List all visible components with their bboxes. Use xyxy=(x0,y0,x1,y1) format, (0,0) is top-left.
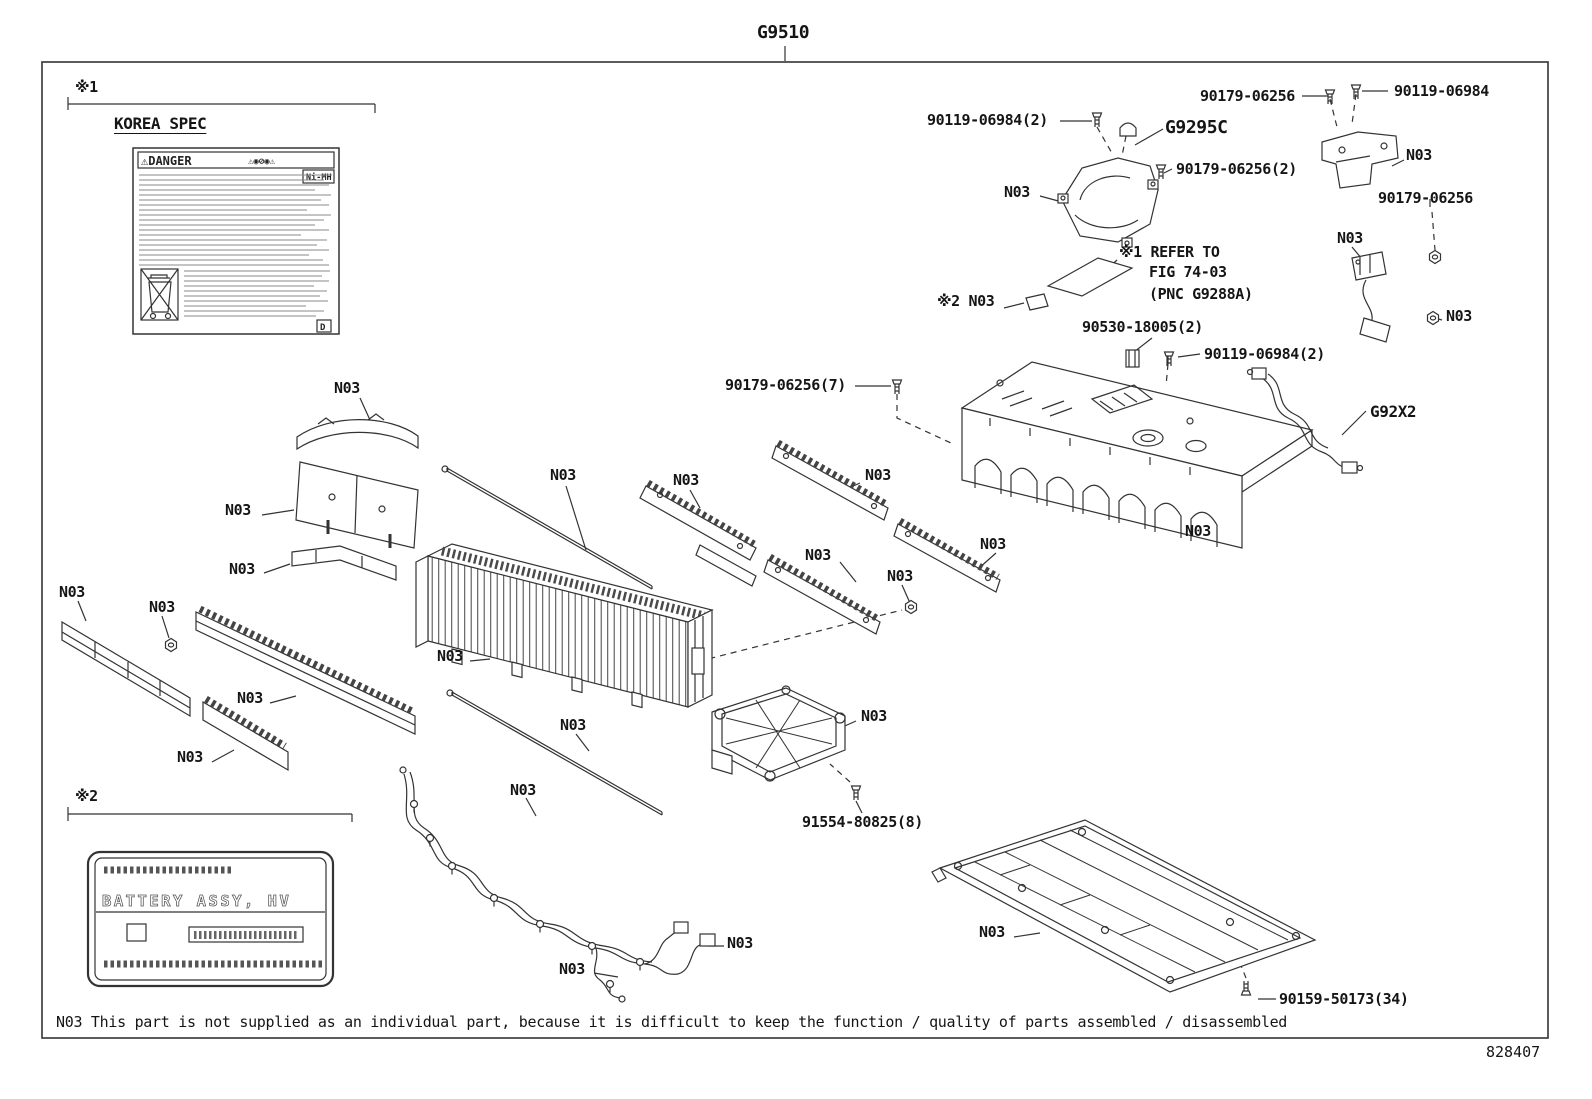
n03-label: N03 xyxy=(727,934,753,952)
n03-label: N03 xyxy=(229,560,255,578)
part-number-label[interactable]: 90530-18005(2) xyxy=(1082,318,1203,336)
d-mark-text: D xyxy=(320,323,326,333)
battery-type-text: Ni-MH xyxy=(306,172,332,183)
danger-icons: ⚠◉⊘◉⚠ xyxy=(248,157,276,167)
part-number-label[interactable]: 91554-80825(8) xyxy=(802,813,923,831)
wire-bracket-drawing xyxy=(1351,251,1391,343)
wiring-harness-drawing xyxy=(399,766,716,1003)
n03-label: N03 xyxy=(510,781,536,799)
holddown-rail-drawing xyxy=(639,439,1001,635)
n03-label: N03 xyxy=(59,583,85,601)
refer-note-line: ※1 REFER TO xyxy=(1119,243,1220,261)
diagram-border xyxy=(41,61,1549,1039)
n03-label: N03 xyxy=(979,923,1005,941)
n03-label: N03 xyxy=(980,535,1006,553)
part-number-label[interactable]: 90179-06256(7) xyxy=(725,376,846,394)
part-number-label[interactable]: 90159-50173(34) xyxy=(1279,990,1409,1008)
left-rail-drawing xyxy=(61,620,191,718)
figure-code: 828407 xyxy=(1486,1043,1541,1061)
n03-label: ※2 N03 xyxy=(937,292,995,310)
cover-bracket-drawing xyxy=(1057,122,1159,248)
n03-label: N03 xyxy=(334,379,360,397)
danger-header-text: ⚠DANGER xyxy=(141,154,192,168)
n03-label: N03 xyxy=(861,707,887,725)
n03-label: N03 xyxy=(673,471,699,489)
battery-stack-drawing xyxy=(415,543,714,709)
cross-brace-bracket-drawing xyxy=(711,685,846,782)
n03-label: N03 xyxy=(865,466,891,484)
leader-lines xyxy=(67,46,1443,1000)
recycle-bin-icon xyxy=(140,268,179,321)
n03-label: N03 xyxy=(1337,229,1363,247)
g92x2-wire-drawing xyxy=(1246,367,1364,474)
part-code-label[interactable]: G9295C xyxy=(1165,117,1228,138)
danger-label-drawing: ⚠DANGER ⚠◉⊘◉⚠ Ni-MH D xyxy=(132,147,340,335)
footnote-text: N03 This part is not supplied as an indi… xyxy=(56,1013,1288,1031)
n03-label: N03 xyxy=(437,647,463,665)
part-number-label[interactable]: 90119-06984(2) xyxy=(927,111,1048,129)
n03-label: N03 xyxy=(177,748,203,766)
note-marker-1: ※1 xyxy=(75,78,98,96)
part-number-label[interactable]: 90179-06256 xyxy=(1378,189,1473,207)
n03-label: N03 xyxy=(560,716,586,734)
part-number-label[interactable]: 90179-06256 xyxy=(1200,87,1295,105)
part-number-label[interactable]: 90119-06984 xyxy=(1394,82,1489,100)
n03-label: N03 xyxy=(1446,307,1472,325)
n03-label: N03 xyxy=(559,960,585,978)
top-right-bracket-drawing xyxy=(1321,131,1399,189)
refer-note-line: FIG 74-03 xyxy=(1149,263,1227,281)
sticker-drawing xyxy=(1025,257,1140,368)
n03-label: N03 xyxy=(1406,146,1432,164)
hv-label-text: BATTERY ASSY, HV xyxy=(102,892,291,910)
upper-bracket-drawing xyxy=(291,413,419,581)
part-number-label[interactable]: 90179-06256(2) xyxy=(1176,160,1297,178)
hv-battery-label-drawing: BATTERY ASSY, HV xyxy=(86,850,335,988)
figure-title[interactable]: G9510 xyxy=(757,22,810,43)
busbar-rail-drawing xyxy=(195,605,416,772)
rod-drawing xyxy=(441,465,663,816)
n03-label: N03 xyxy=(225,501,251,519)
under-panel-drawing xyxy=(931,819,1317,993)
n03-label: N03 xyxy=(149,598,175,616)
note-marker-2: ※2 xyxy=(75,787,98,805)
n03-label: N03 xyxy=(1185,522,1211,540)
battery-carrier-drawing xyxy=(960,352,1314,549)
refer-note-line: (PNC G9288A) xyxy=(1149,285,1253,303)
n03-label: N03 xyxy=(237,689,263,707)
part-code-label[interactable]: G92X2 xyxy=(1370,402,1417,421)
part-number-label[interactable]: 90119-06984(2) xyxy=(1204,345,1325,363)
n03-label: N03 xyxy=(550,466,576,484)
n03-label: N03 xyxy=(887,567,913,585)
korea-spec-label: KOREA SPEC xyxy=(114,114,207,133)
n03-label: N03 xyxy=(1004,183,1030,201)
n03-label: N03 xyxy=(805,546,831,564)
